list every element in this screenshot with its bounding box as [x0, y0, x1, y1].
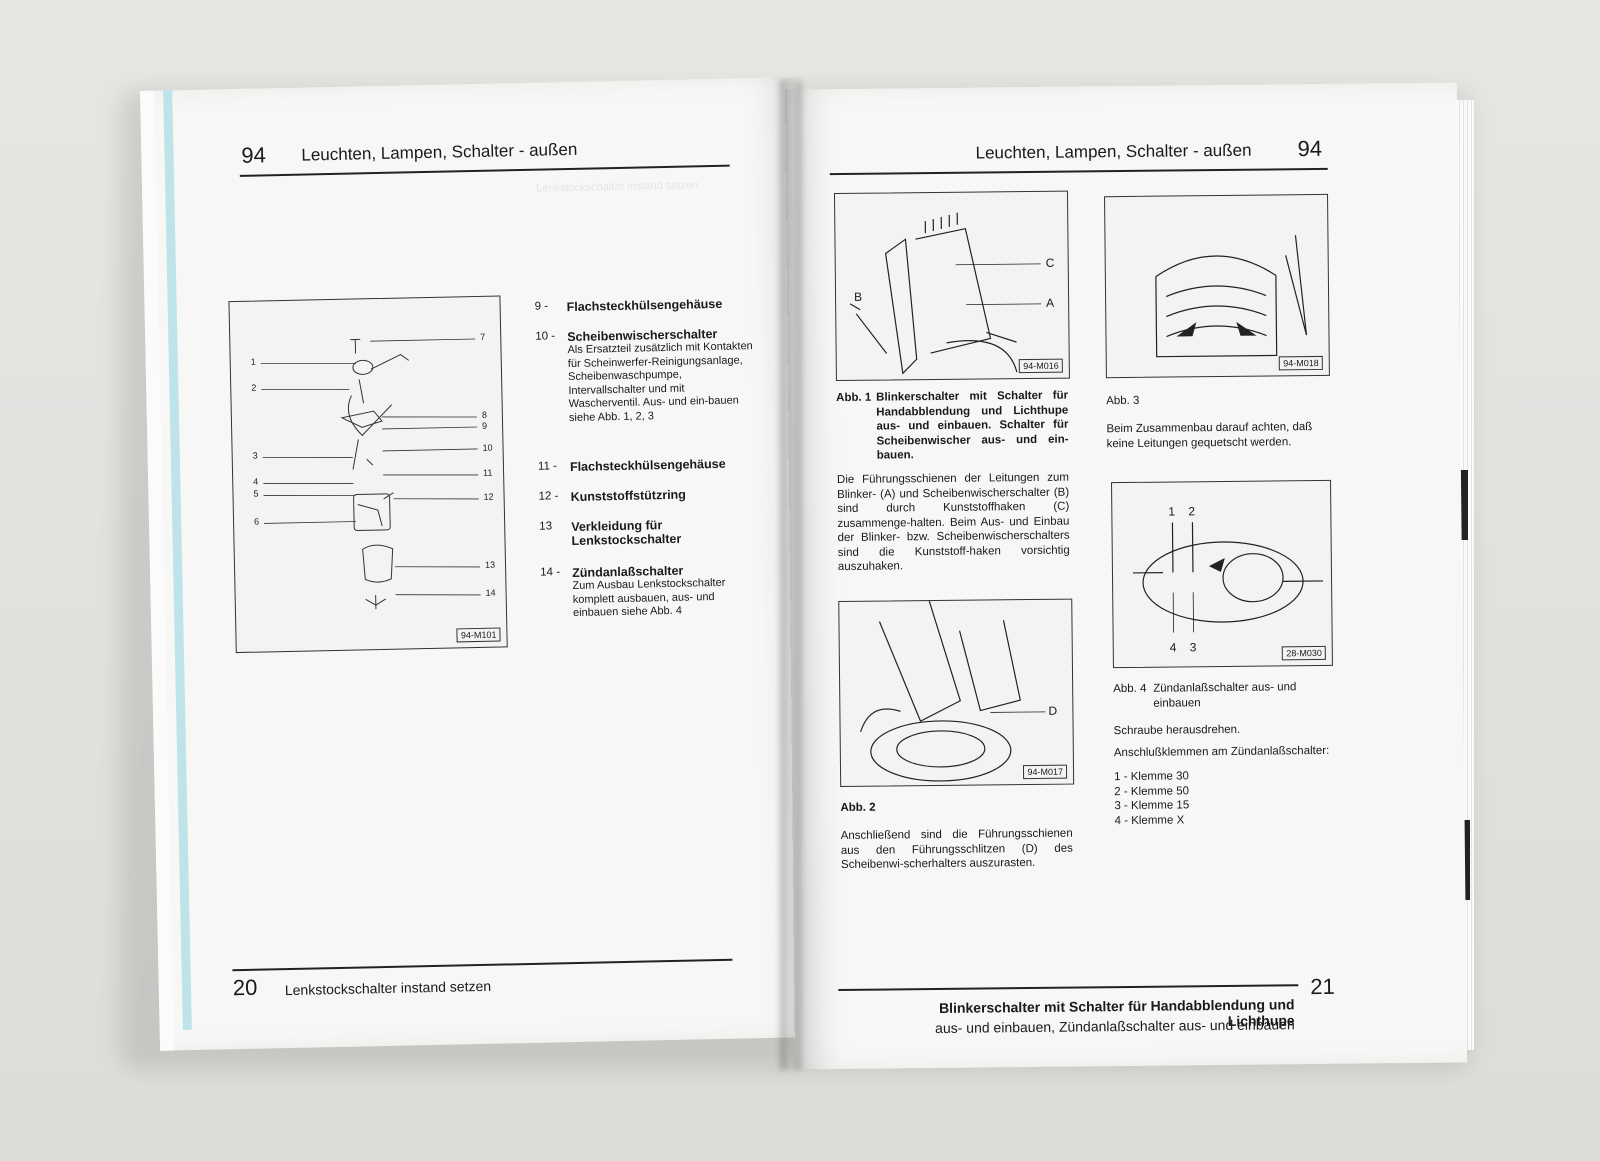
figure-code: 28-M030	[1282, 645, 1326, 661]
callout-12: 12	[483, 491, 494, 502]
terminal-item: 4 - Klemme X	[1114, 813, 1185, 827]
fig3-text: Beim Zusammenbau darauf achten, daß kein…	[1106, 421, 1313, 450]
callout-5: 5	[253, 488, 259, 499]
callout-1: 1	[250, 356, 256, 367]
fig1-label-c: C	[1045, 255, 1055, 270]
terminal-list: 1 - Klemme 30 2 - Klemme 50 3 - Klemme 1…	[1114, 769, 1189, 828]
figure-abb-1: C B A 94-M016	[833, 190, 1070, 382]
figure-abb-3: 94-M018	[1104, 193, 1330, 379]
fig1-label-a: A	[1046, 295, 1055, 310]
right-page: Leuchten, Lampen, Schalter - außen 94 C …	[784, 82, 1468, 1070]
callout-7: 7	[480, 331, 486, 342]
zuendschloss-drawing	[1132, 522, 1324, 633]
left-page-number: 20	[232, 974, 258, 1001]
bleed-through: Lenkstockschalter instand setzen	[536, 179, 699, 195]
figure-code: 94-M017	[1023, 764, 1068, 780]
lenkrad-drawing	[860, 600, 1046, 782]
fig4-step1: Schraube herausdrehen.	[1113, 723, 1241, 738]
header-rule	[239, 164, 730, 177]
callout-10: 10	[482, 442, 493, 453]
left-footer-title: Lenkstockschalter instand setzen	[284, 977, 492, 999]
fig2-text: Anschließend sind die Führungsschienen a…	[840, 827, 1073, 871]
left-page: 94 Leuchten, Lampen, Schalter - außen Le…	[140, 77, 814, 1051]
book-spine	[780, 80, 802, 1070]
figure-code: 94-M018	[1279, 355, 1323, 371]
callout-13: 13	[484, 559, 496, 570]
figure-code: 94-M016	[1019, 358, 1063, 374]
terminal-item: 3 - Klemme 15	[1114, 799, 1190, 813]
callout-2: 2	[251, 382, 257, 393]
callout-6: 6	[253, 516, 260, 527]
callout-4: 4	[253, 476, 259, 487]
figure-abb-4: 1 2 4 3 28-M030	[1111, 479, 1333, 669]
fig4-label-1: 1	[1168, 504, 1176, 519]
fig4-step2: Anschlußklemmen am Zündanlaßschalter:	[1113, 744, 1330, 760]
kabelbaum-drawing	[1155, 235, 1308, 358]
exploded-view-figure: 1 2 3 4 5 6 7 8 9 10 11 12 13 14 94-M101	[228, 295, 508, 654]
fig2-caption: Abb. 2	[840, 801, 876, 815]
fig4-label-3: 3	[1189, 640, 1197, 655]
terminal-item: 2 - Klemme 50	[1114, 784, 1190, 798]
lenkstockschalter-drawing	[260, 338, 481, 610]
left-chapter-number: 94	[241, 142, 267, 168]
fig4-label-4: 4	[1169, 640, 1177, 655]
figure-code: 94-M101	[456, 627, 501, 643]
figure-abb-2: D 94-M017	[838, 598, 1075, 788]
fig1-label-b: B	[853, 289, 863, 304]
footer-rule	[232, 958, 733, 972]
right-chapter-number: 94	[1297, 135, 1323, 162]
terminal-item: 1 - Klemme 30	[1114, 770, 1189, 784]
fig4-caption: Abb. 4 Zündanlaßschalter aus- und einbau…	[1113, 681, 1297, 710]
header-rule	[829, 167, 1328, 176]
callout-8: 8	[481, 409, 487, 420]
fig1-text: Die Führungsschienen der Leitungen zum B…	[836, 471, 1070, 574]
blinkerschalter-drawing	[849, 212, 1042, 375]
right-chapter-title: Leuchten, Lampen, Schalter - außen	[975, 140, 1252, 163]
fig3-caption: Abb. 3	[1106, 394, 1140, 408]
fig2-label-d: D	[1048, 703, 1058, 718]
callout-11: 11	[482, 467, 493, 478]
callout-9: 9	[482, 420, 488, 431]
left-chapter-title: Leuchten, Lampen, Schalter - außen	[301, 139, 578, 165]
index-tab	[1458, 470, 1468, 540]
fig4-label-2: 2	[1188, 504, 1196, 519]
callout-14: 14	[485, 587, 496, 598]
right-footer-line2: aus- und einbauen, Zündanlaßschalter aus…	[935, 1016, 1295, 1037]
right-page-number: 21	[1310, 973, 1335, 1000]
fig1-caption: Abb. 1 Blinkerschalter mit Schalter für …	[836, 389, 1069, 462]
callout-3: 3	[252, 450, 258, 461]
footer-rule	[838, 984, 1299, 992]
